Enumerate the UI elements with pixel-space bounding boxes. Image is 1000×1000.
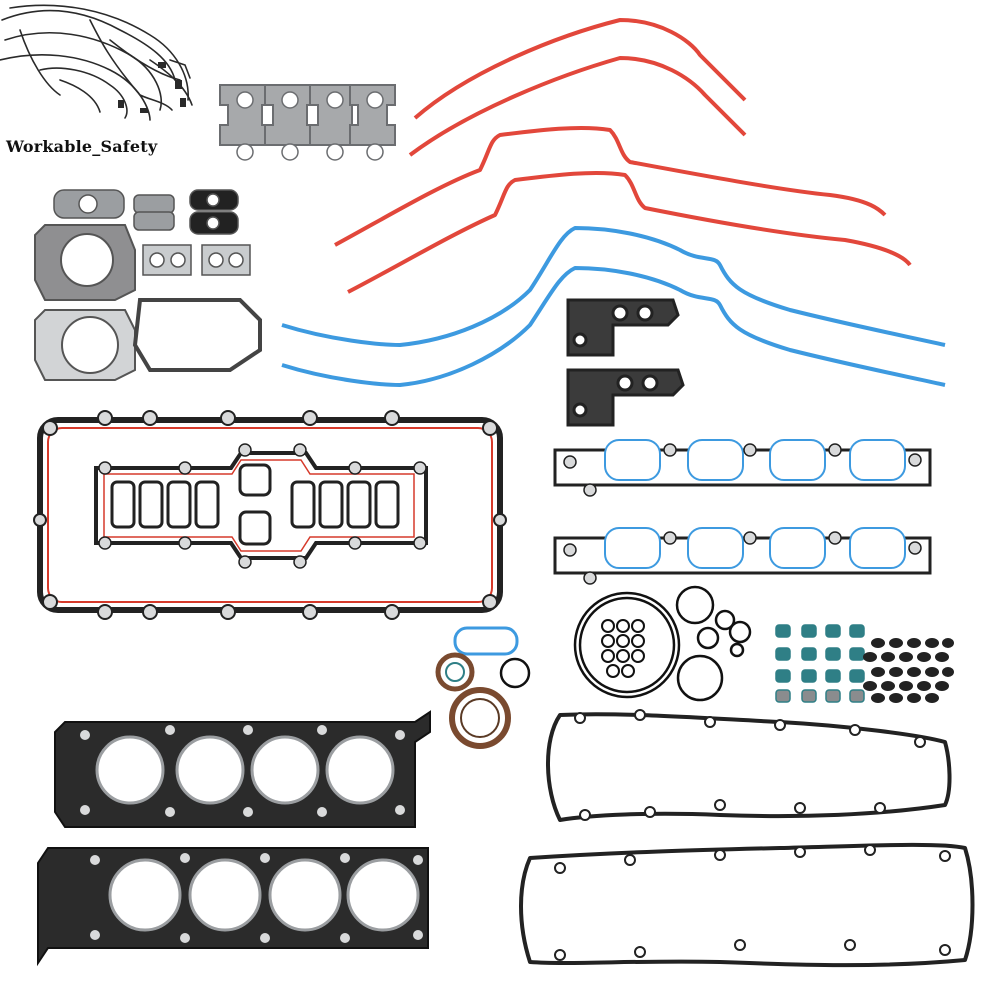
oil-pan-bolt-holes [33,410,507,620]
brand-watermark: Workable_Safety [6,137,158,156]
valve-cover-bolt-tabs [554,709,951,961]
plenum-ports [604,439,906,569]
crank-seals [435,652,511,749]
egr-gaskets [53,189,251,276]
plenum-bolt-holes [563,443,922,585]
head-gasket-holes [80,725,423,943]
timing-cover-gaskets [334,18,912,294]
exhaust-manifold-gaskets [219,84,396,146]
valve-stem-seals [775,624,865,703]
valve-seals-black [863,638,954,703]
harness-connectors [118,62,186,113]
o-rings-and-seals [499,585,752,702]
wiring-harness-photo [0,4,193,121]
water-pump-gaskets [281,226,946,387]
thermostat-housing-gaskets [566,298,685,427]
intake-bolt-holes [98,443,427,569]
exhaust-ports [236,91,384,161]
head-gasket-bores [95,735,420,932]
small-o-rings [601,619,645,678]
throttle-body-gaskets [34,224,262,381]
blue-o-ring [453,626,519,656]
valve-cover-gaskets [519,712,975,968]
intake-ports [110,463,400,546]
